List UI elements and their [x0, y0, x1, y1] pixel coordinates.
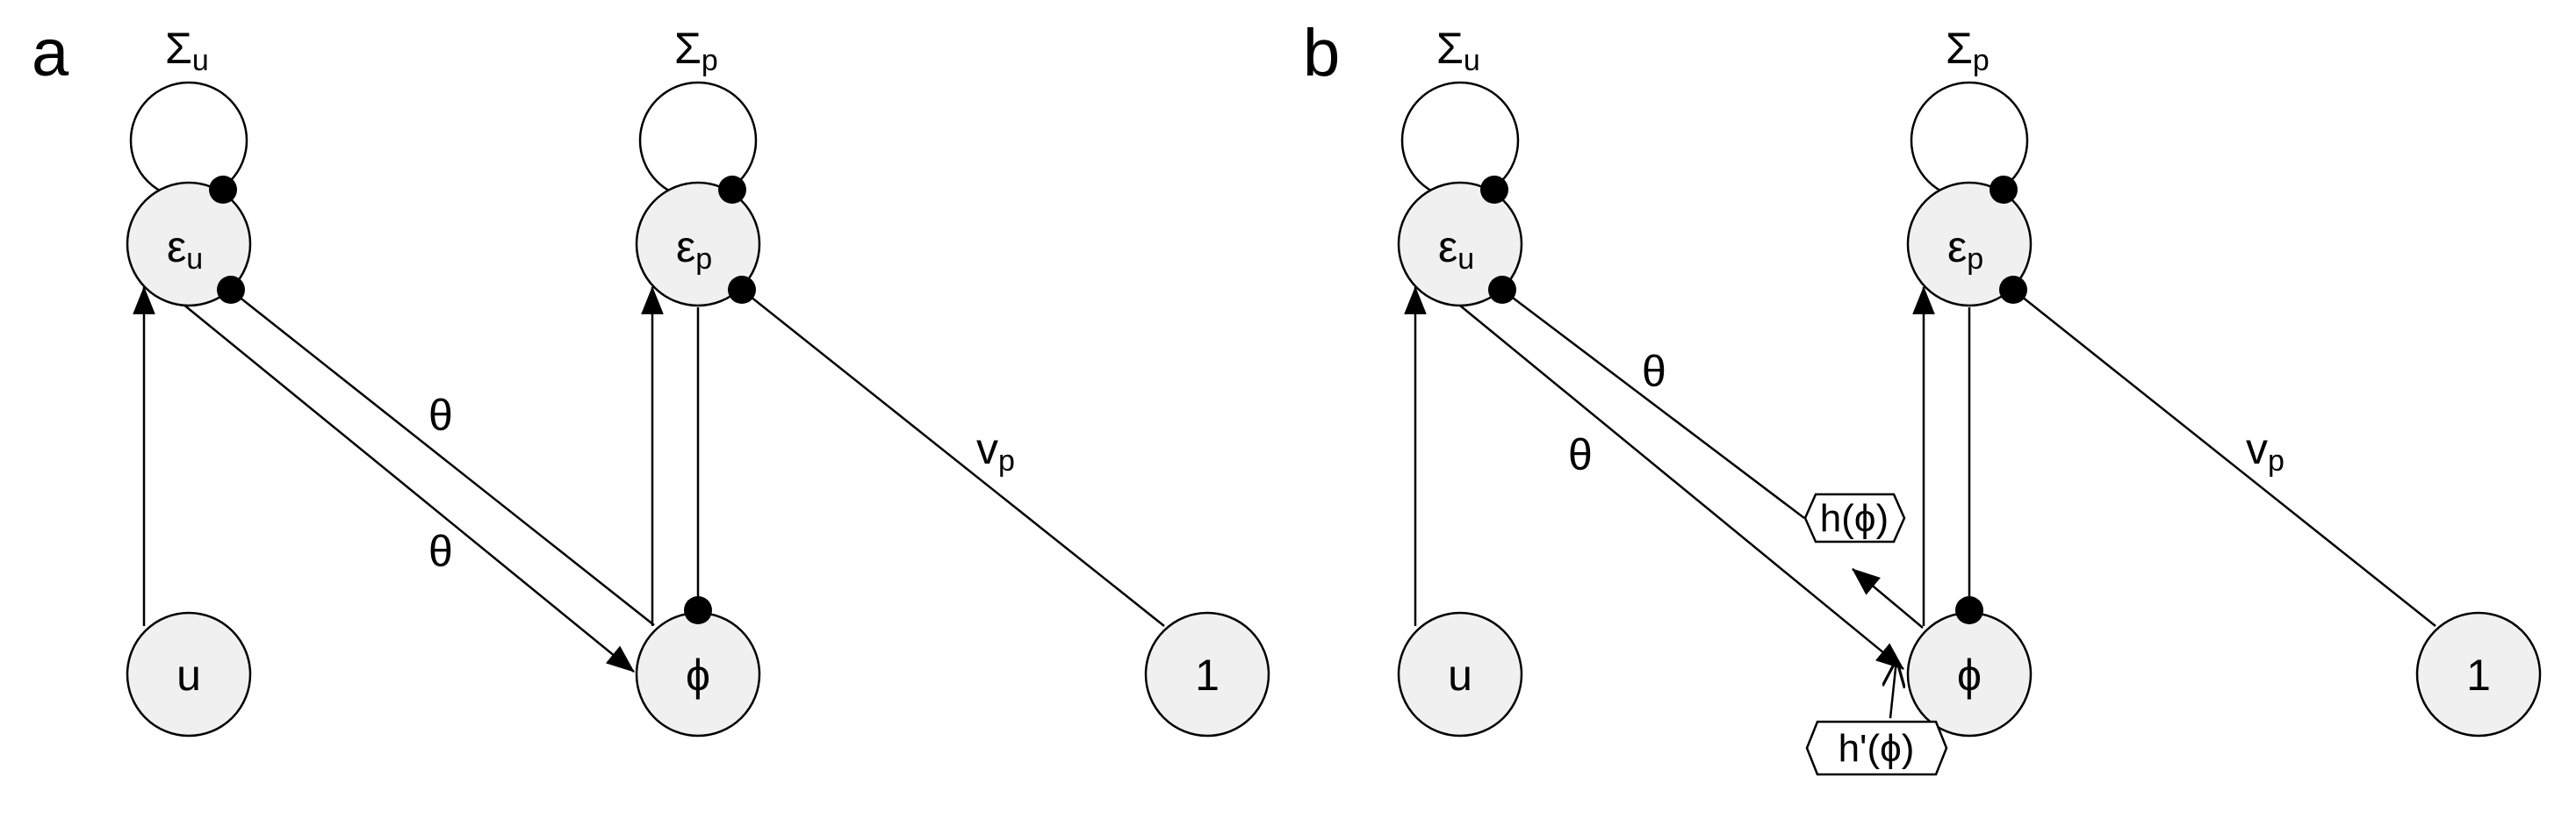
label-sigma-p: Σp — [674, 24, 718, 77]
dot-sigma-u — [209, 176, 237, 204]
label-eps-u: εu — [167, 222, 203, 276]
label-phi: ϕ — [1957, 651, 1982, 700]
h-function-box — [1803, 493, 1906, 543]
dot-sigma-u — [1480, 176, 1508, 204]
label-theta-bottom: θ — [1568, 430, 1593, 479]
edge-eps-p-to-one — [2012, 289, 2436, 627]
label-theta-top: θ — [428, 391, 453, 440]
edge-hprime-to-phi — [1890, 660, 1896, 719]
label-eps-p: εp — [676, 222, 712, 276]
dot-sigma-p — [1990, 176, 2018, 204]
node-one — [2415, 611, 2542, 738]
label-vp: vp — [2246, 424, 2285, 478]
label-sigma-u: Σu — [1436, 24, 1480, 77]
edge-eps-u-to-phi — [1459, 305, 1904, 670]
dot-vp-eps-p — [1999, 276, 2027, 304]
label-u: u — [176, 651, 201, 700]
edge-h-to-eps-u — [1501, 289, 1805, 519]
label-eps-p: εp — [1947, 222, 1983, 276]
node-eps-p — [1906, 181, 2033, 307]
node-eps-p — [635, 181, 761, 307]
edge-eps-u-to-phi — [182, 303, 635, 673]
label-u: u — [1448, 651, 1472, 700]
node-u — [126, 611, 252, 738]
panel-a: a Σu Σp εu εp — [32, 16, 1270, 738]
label-eps-u: εu — [1438, 222, 1474, 276]
dot-sigma-p — [718, 176, 746, 204]
label-vp: vp — [976, 424, 1015, 478]
label-phi: ϕ — [686, 651, 710, 700]
label-one: 1 — [1195, 651, 1220, 700]
edge-eps-p-to-one — [741, 289, 1165, 627]
edge-phi-to-eps-u — [229, 289, 655, 626]
panel-letter-b: b — [1303, 16, 1340, 90]
edge-phi-to-h — [1852, 568, 1924, 629]
label-one: 1 — [2466, 651, 2491, 700]
panel-b: b Σu Σp εu — [1303, 16, 2542, 776]
label-theta-top: θ — [1642, 347, 1666, 396]
dot-phi — [1955, 596, 1983, 624]
panel-letter-a: a — [32, 16, 69, 90]
dot-phi — [684, 596, 712, 624]
label-sigma-p: Σp — [1946, 24, 1990, 77]
node-eps-u — [126, 181, 252, 307]
label-theta-bottom: θ — [428, 527, 453, 576]
label-sigma-u: Σu — [165, 24, 209, 77]
dot-theta-eps-u — [217, 276, 245, 304]
label-h-prime: h'(ϕ) — [1838, 727, 1915, 770]
label-h: h(ϕ) — [1820, 497, 1889, 540]
node-u — [1397, 611, 1523, 738]
h-prime-function-box — [1805, 720, 1948, 776]
node-eps-u — [1397, 181, 1523, 307]
dot-theta-eps-u — [1488, 276, 1516, 304]
dot-vp-eps-p — [728, 276, 756, 304]
node-one — [1144, 611, 1270, 738]
